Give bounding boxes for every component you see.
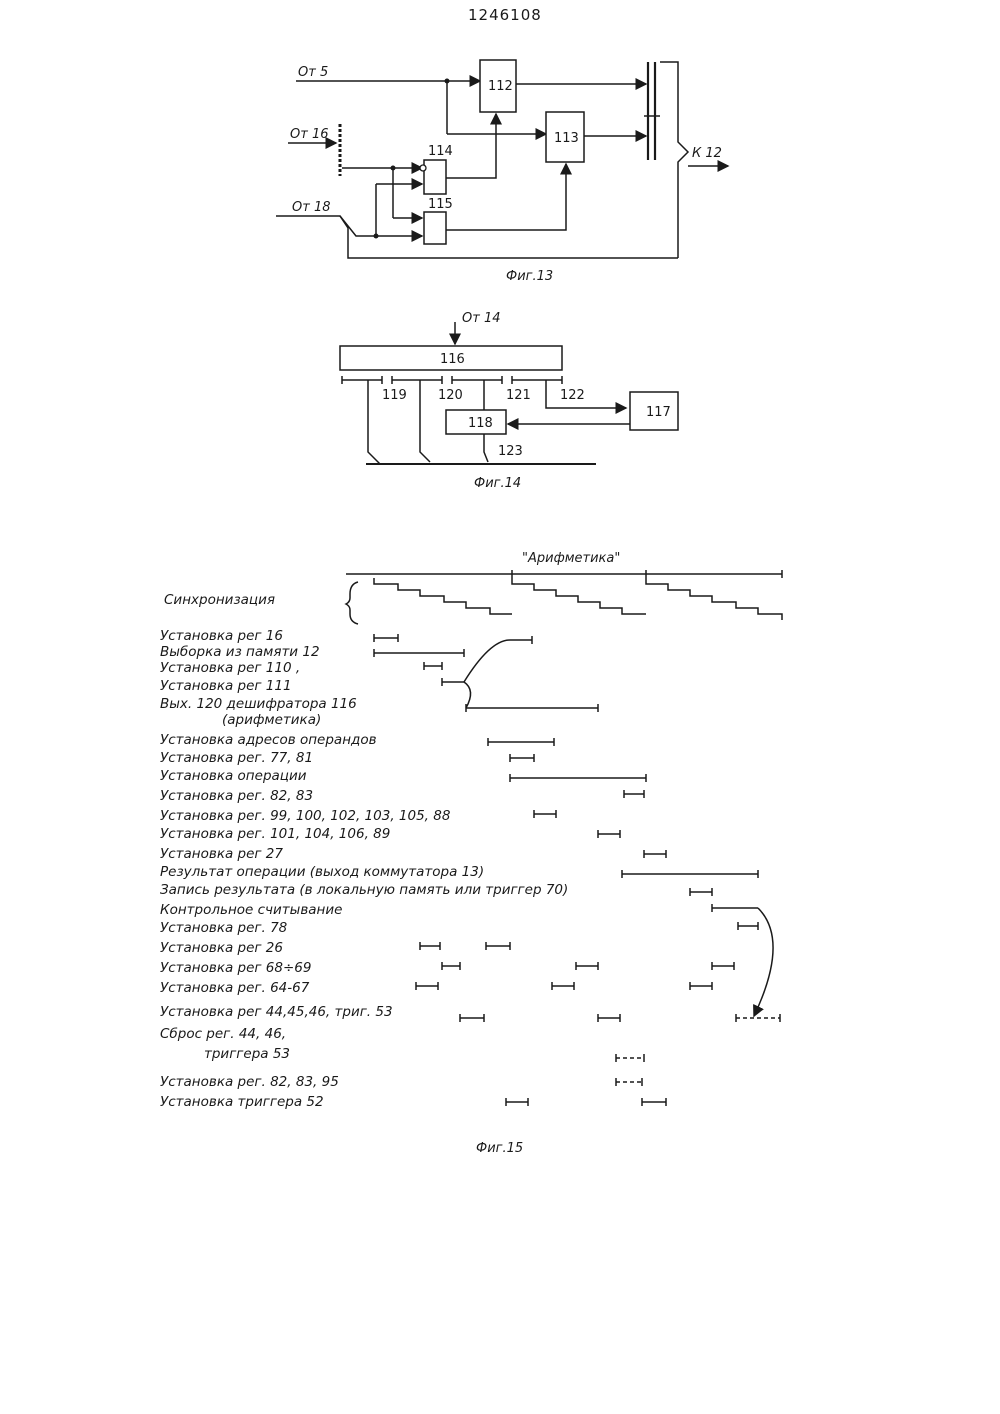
fig14-label-ot14: От 14 — [462, 311, 500, 326]
fig14-caption: Фиг.14 — [474, 476, 521, 491]
row-label: Установка триггера 52 — [160, 1094, 324, 1110]
fig14-num-117: 117 — [646, 405, 671, 420]
fig13-num-114: 114 — [428, 144, 453, 159]
block-114 — [424, 160, 446, 194]
row-label: Контрольное считывание — [160, 902, 342, 918]
fig14-num-116: 116 — [440, 352, 465, 367]
row-label: Установка рег. 64-67 — [160, 980, 310, 996]
row-label: Установка рег 68÷69 — [160, 960, 311, 976]
row-label: Установка рег. 99, 100, 102, 103, 105, 8… — [160, 808, 450, 824]
fig14-num-123: 123 — [498, 444, 523, 459]
row-label: Установка рег 111 — [160, 678, 292, 694]
row-label: (арифметика) — [222, 712, 321, 728]
row-label: Установка рег. 82, 83, 95 — [160, 1074, 339, 1090]
fig15-row-labels: Синхронизация Установка рег 16 Выборка и… — [160, 592, 568, 1110]
row-label: Вых. 120 дешифратора 116 — [160, 696, 357, 712]
fig14-num-119: 119 — [382, 388, 407, 403]
fig14-num-120: 120 — [438, 388, 463, 403]
row-label: Запись результата (в локальную память ил… — [160, 882, 568, 898]
fig13-num-113: 113 — [554, 131, 579, 146]
fig13-label-ot18: От 18 — [292, 200, 330, 215]
row-label: Синхронизация — [164, 592, 275, 608]
fig14-num-122: 122 — [560, 388, 585, 403]
row-label: Установка рег. 101, 104, 106, 89 — [160, 826, 390, 842]
fig13-label-ot16: От 16 — [290, 127, 328, 142]
fig14-num-118: 118 — [468, 416, 493, 431]
row-label: Установка рег 44,45,46, триг. 53 — [160, 1004, 393, 1020]
row-label: Сброс рег. 44, 46, — [160, 1026, 286, 1042]
fig13-num-115: 115 — [428, 197, 453, 212]
fig15-phase-title: "Арифметика" — [522, 551, 620, 566]
block-115 — [424, 212, 446, 244]
row-label: Установка рег 26 — [160, 940, 283, 956]
fig13-label-ot5: От 5 — [298, 65, 328, 80]
row-label: триггера 53 — [204, 1046, 290, 1062]
fig13-caption: Фиг.13 — [506, 269, 553, 284]
row-label: Установка рег. 82, 83 — [160, 788, 313, 804]
row-label: Установка рег 16 — [160, 628, 283, 644]
row-label: Установка рег. 77, 81 — [160, 750, 313, 766]
fig13-label-k12: К 12 — [692, 146, 722, 161]
fig13-num-112: 112 — [488, 79, 513, 94]
fig14-num-121: 121 — [506, 388, 531, 403]
row-label: Установка операции — [160, 768, 307, 784]
fig15-timeline — [346, 570, 782, 624]
row-label: Установка адресов операндов — [160, 732, 377, 748]
row-label: Результат операции (выход коммутатора 13… — [160, 864, 484, 880]
row-label: Выборка из памяти 12 — [160, 644, 320, 660]
fig15-caption: Фиг.15 — [476, 1141, 523, 1156]
row-label: Установка рег 110 , — [160, 660, 300, 676]
row-label: Установка рег 27 — [160, 846, 283, 862]
row-label: Установка рег. 78 — [160, 920, 287, 936]
